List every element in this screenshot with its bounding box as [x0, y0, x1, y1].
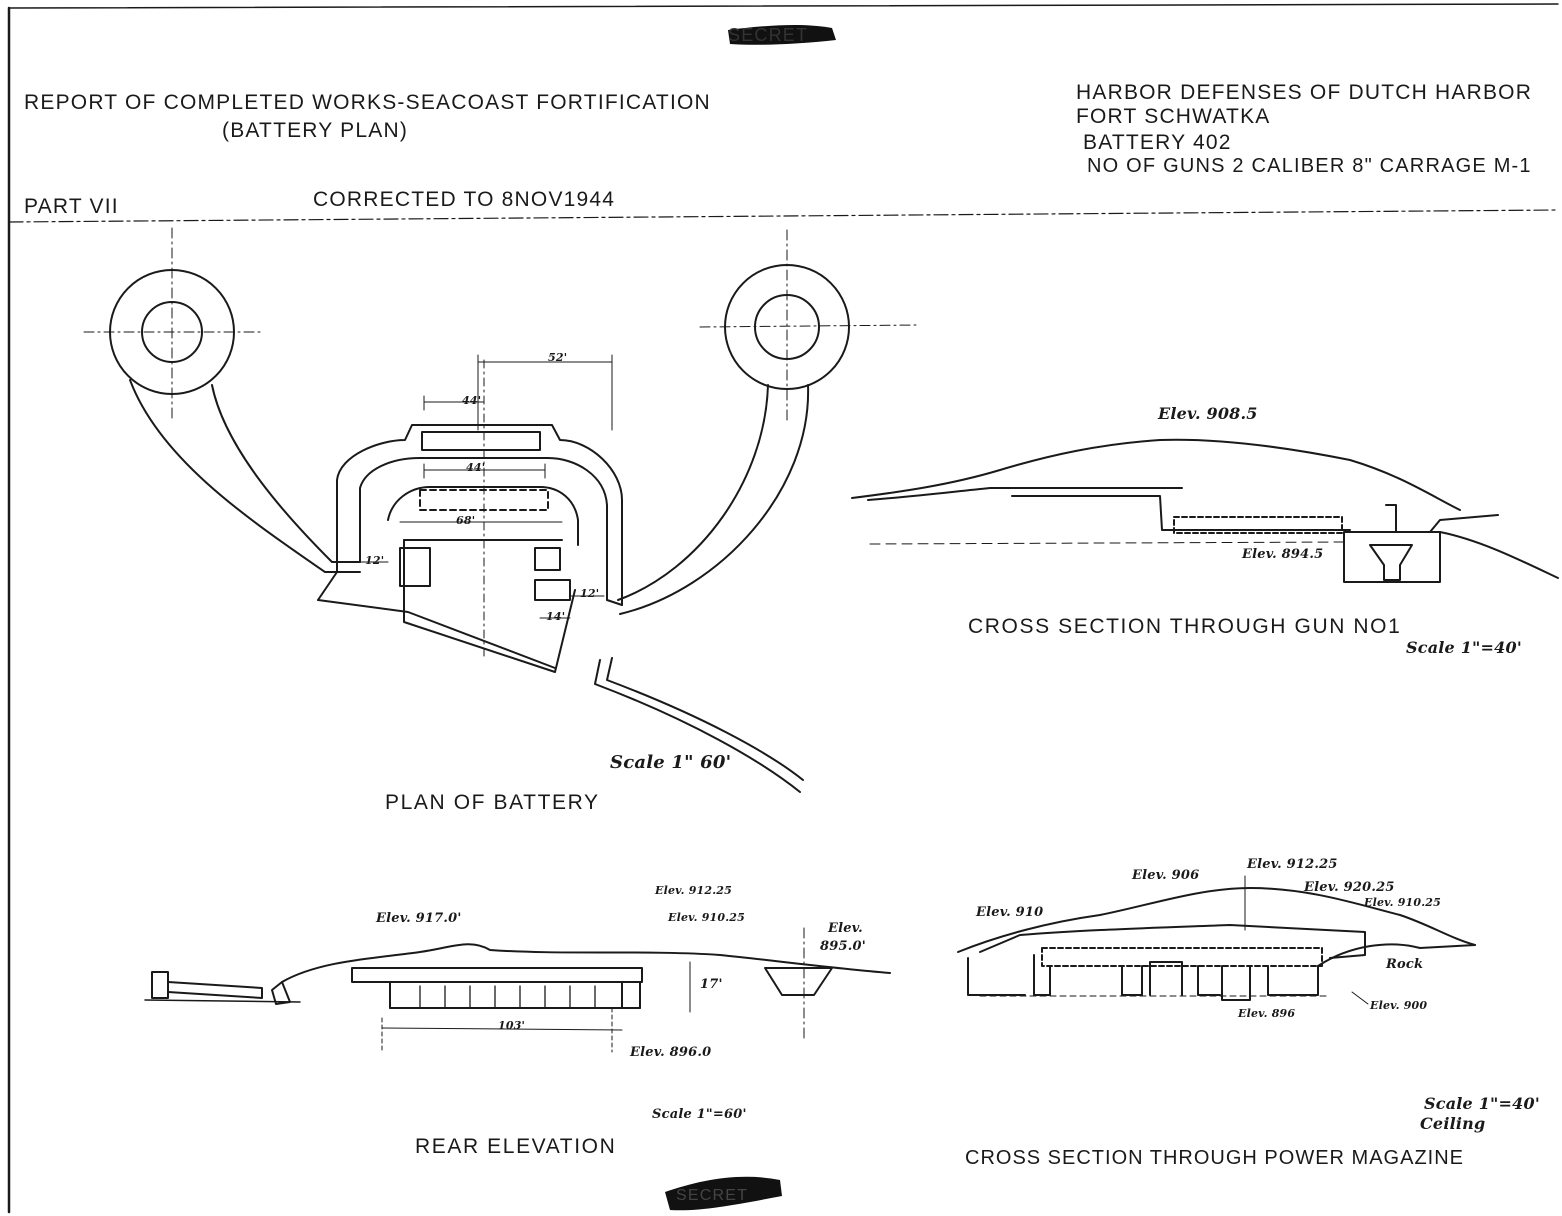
rear-elev-896: Elev. 896.0	[630, 1045, 712, 1060]
mag-scale: Scale 1"=40'	[1424, 1094, 1540, 1113]
rear-elev-895-label: Elev.	[828, 921, 863, 936]
rear-dim-length: 103'	[498, 1019, 526, 1032]
gun-elev-top: Elev. 908.5	[1158, 404, 1258, 423]
rear-elevation-drawing	[144, 927, 891, 1053]
guns-caliber: NO OF GUNS 2 CALIBER 8" CARRAGE M-1	[1087, 155, 1532, 177]
mag-elev-920: Elev. 920.25	[1304, 880, 1395, 895]
gun-elev-floor: Elev. 894.5	[1242, 547, 1324, 562]
dim-52: 52'	[548, 351, 568, 364]
report-subtitle: (BATTERY PLAN)	[222, 119, 409, 142]
mag-elev-910: Elev. 910	[976, 905, 1044, 920]
dim-44-mid: 44'	[466, 461, 486, 474]
harbor-title: HARBOR DEFENSES OF DUTCH HARBOR	[1076, 81, 1533, 104]
dim-44-top: 44'	[462, 394, 482, 407]
battery-number: BATTERY 402	[1083, 131, 1232, 154]
rear-elev-917: Elev. 917.0'	[376, 911, 462, 926]
dim-12-right: 12'	[580, 587, 600, 600]
rear-elev-912: Elev. 912.25	[655, 884, 733, 897]
rear-elev-910: Elev. 910.25	[668, 911, 746, 924]
dim-68: 68'	[456, 514, 476, 527]
stamp-top: SECRET	[728, 25, 809, 45]
mag-elev-896: Elev. 896	[1238, 1007, 1296, 1020]
dim-14: 14'	[546, 610, 566, 623]
magazine-section-drawing	[957, 875, 1476, 1005]
gun-section-scale: Scale 1"=40'	[1406, 638, 1522, 657]
gun-section-drawing	[851, 438, 1559, 583]
rear-scale: Scale 1"=60'	[652, 1107, 747, 1122]
plan-of-battery-drawing	[83, 227, 919, 793]
mag-ceiling: Ceiling	[1420, 1114, 1486, 1133]
corrected-date: CORRECTED TO 8NOV1944	[313, 188, 616, 211]
plan-scale: Scale 1" 60'	[610, 752, 732, 773]
mag-rock-label: Rock	[1386, 957, 1424, 972]
magazine-caption: CROSS SECTION THROUGH POWER MAGAZINE	[965, 1147, 1464, 1169]
mag-elev-906: Elev. 906	[1132, 868, 1200, 883]
part-label: PART VII	[24, 195, 119, 218]
dim-12-left: 12'	[365, 554, 385, 567]
rear-dim-height: 17'	[700, 977, 723, 992]
stamp-bottom: SECRET	[676, 1187, 749, 1204]
mag-elev-910r: Elev. 910.25	[1364, 896, 1442, 909]
rear-caption: REAR ELEVATION	[415, 1135, 617, 1158]
fort-name: FORT SCHWATKA	[1076, 105, 1271, 128]
mag-elev-912: Elev. 912.25	[1247, 857, 1338, 872]
rear-elev-895-value: 895.0'	[820, 939, 866, 954]
plan-caption: PLAN OF BATTERY	[385, 791, 600, 814]
gun-section-caption: CROSS SECTION THROUGH GUN NO1	[968, 615, 1402, 638]
mag-elev-900: Elev. 900	[1370, 999, 1428, 1012]
report-title: REPORT OF COMPLETED WORKS-SEACOAST FORTI…	[24, 91, 711, 114]
sheet-border	[7, 3, 1559, 1214]
